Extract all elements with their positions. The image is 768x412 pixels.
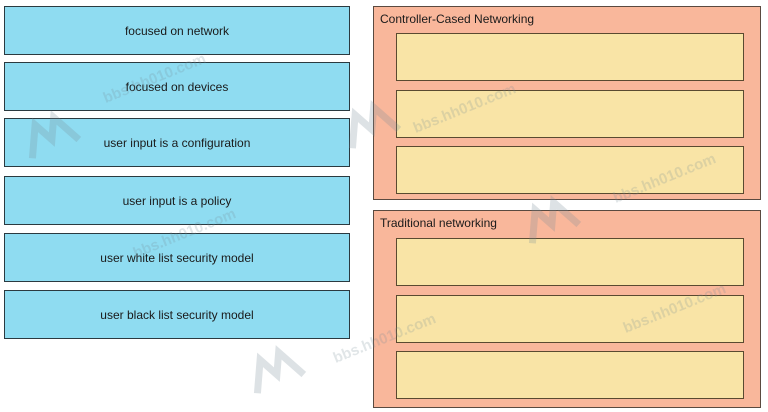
group-controller-based: Controller-Cased Networking [373,6,761,200]
item-label: focused on network [124,23,230,38]
group-traditional: Traditional networking [373,210,761,408]
drop-slot[interactable] [396,90,744,138]
group-title: Controller-Cased Networking [380,12,535,26]
item-label: user black list security model [100,307,254,322]
drag-item-white-list[interactable]: user white list security model [4,233,350,282]
drag-item-focused-on-network[interactable]: focused on network [4,6,350,55]
drop-slot[interactable] [396,33,744,81]
drag-item-black-list[interactable]: user black list security model [4,290,350,339]
group-title: Traditional networking [380,216,497,230]
drag-item-input-configuration[interactable]: user input is a configuration [4,118,350,167]
drop-slot[interactable] [396,146,744,194]
drag-item-input-policy[interactable]: user input is a policy [4,176,350,225]
item-label: user white list security model [100,250,254,265]
drag-item-focused-on-devices[interactable]: focused on devices [4,62,350,111]
item-label: focused on devices [125,79,229,94]
drop-slot[interactable] [396,351,744,399]
drop-slot[interactable] [396,238,744,286]
item-label: user input is a configuration [103,135,251,150]
item-label: user input is a policy [122,193,232,208]
drop-slot[interactable] [396,295,744,343]
watermark-logo-icon [253,345,307,394]
